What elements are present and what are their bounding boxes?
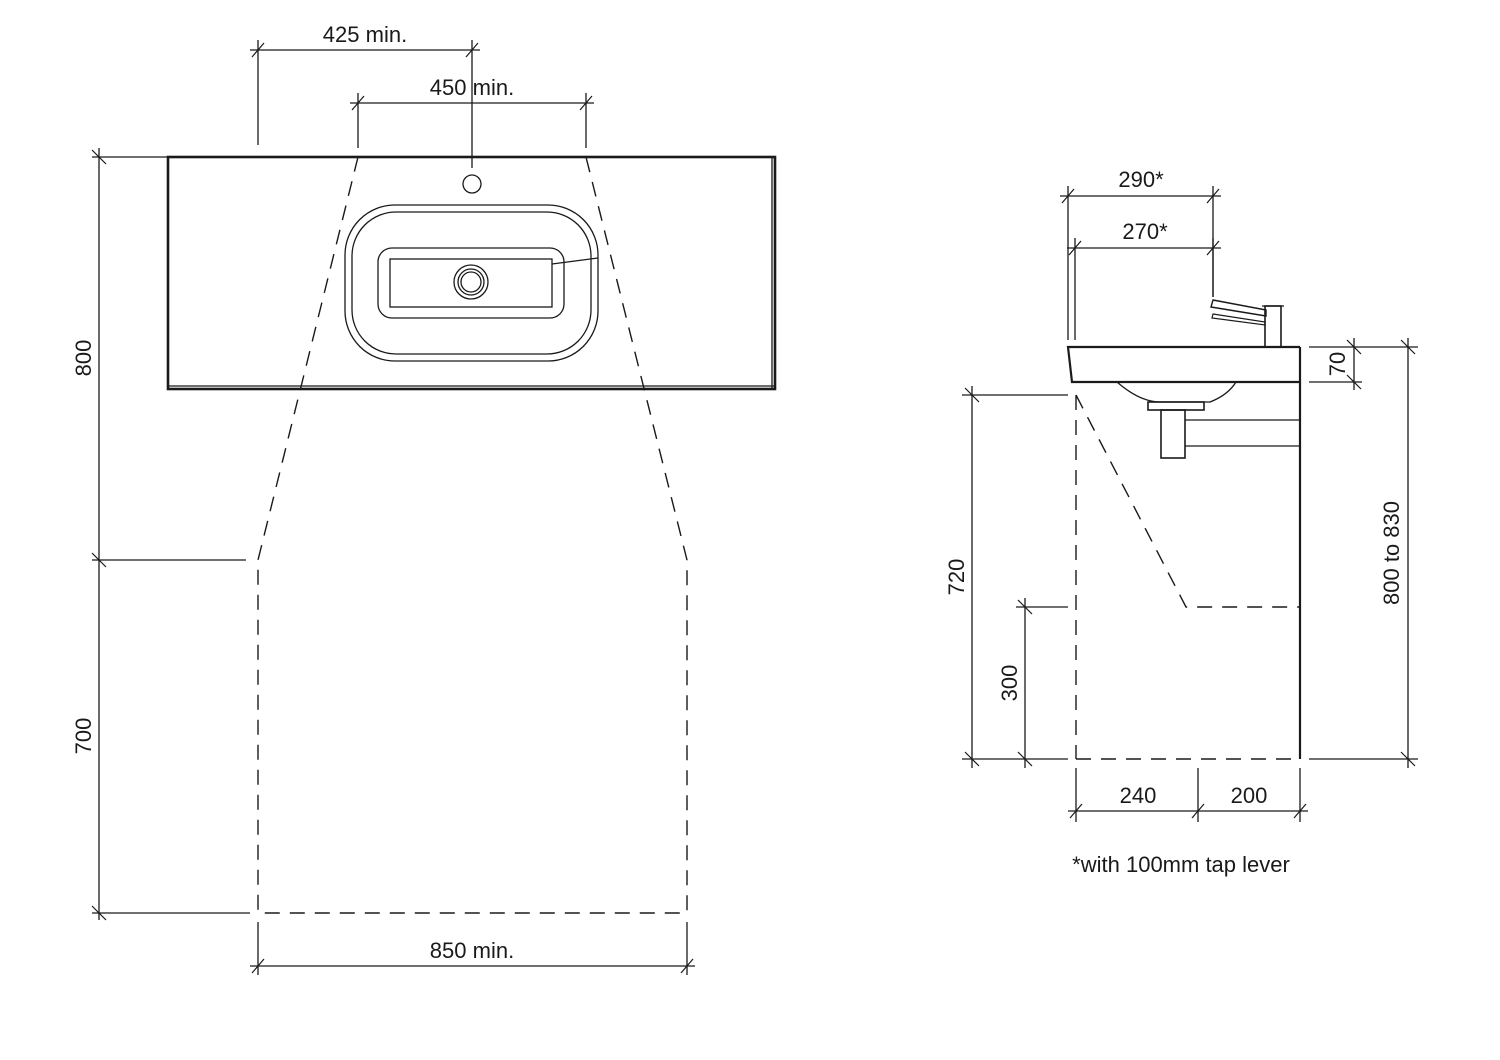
side-dim-top-outer-label: 290* [1118, 167, 1164, 192]
plan-dim-left-upper-label: 800 [71, 340, 96, 377]
side-dim-toe-label: 300 [997, 665, 1022, 702]
basin-profile [1066, 345, 1300, 384]
side-dim-right-height-label: 800 to 830 [1379, 501, 1404, 605]
plan-dim-left-lower: 700 [71, 718, 250, 921]
basin-bowl [377, 247, 565, 319]
plan-dim-top-outer: 425 min. [250, 22, 480, 168]
plan-clearance-zone [257, 156, 688, 914]
tap-hole-icon [462, 174, 482, 194]
plan-dim-bottom-label: 850 min. [430, 938, 514, 963]
side-dim-knee: 720 [944, 386, 1068, 768]
plan-dim-left-upper: 800 [71, 148, 246, 920]
drain-icon [453, 264, 489, 300]
plan-dim-bottom: 850 min. [250, 922, 695, 975]
side-dim-bottom: 240 200 [1068, 768, 1308, 822]
side-clearance-zone [1075, 394, 1300, 760]
side-view: 290* 270* 70 800 to 830 [944, 167, 1418, 877]
plan-dim-top-inner-label: 450 min. [430, 75, 514, 100]
tap-icon [1210, 299, 1284, 348]
side-dim-toe: 300 [997, 598, 1068, 768]
basin-outer [344, 204, 599, 362]
basin-inner [351, 211, 592, 355]
side-dim-top-inner-label: 270* [1122, 219, 1168, 244]
side-dim-right-height: 800 to 830 [1309, 338, 1418, 768]
footnote: *with 100mm tap lever [1072, 852, 1290, 877]
side-dim-bottom-left-label: 240 [1120, 783, 1157, 808]
side-dim-bottom-right-label: 200 [1231, 783, 1268, 808]
side-dim-top-outer: 290* [1060, 167, 1221, 340]
side-dim-rim: 70 [1309, 338, 1418, 390]
plan-view: 425 min. 450 min. 800 700 [71, 22, 777, 975]
side-dim-rim-label: 70 [1325, 352, 1350, 376]
plan-dim-top-inner: 450 min. [350, 75, 594, 148]
side-dim-knee-label: 720 [944, 559, 969, 596]
side-dim-top-inner: 270* [1067, 219, 1221, 340]
plan-dim-top-outer-label: 425 min. [323, 22, 407, 47]
basin-bowl-floor [389, 258, 553, 308]
waste-trap-icon [1147, 401, 1300, 459]
plan-dim-left-lower-label: 700 [71, 718, 96, 755]
